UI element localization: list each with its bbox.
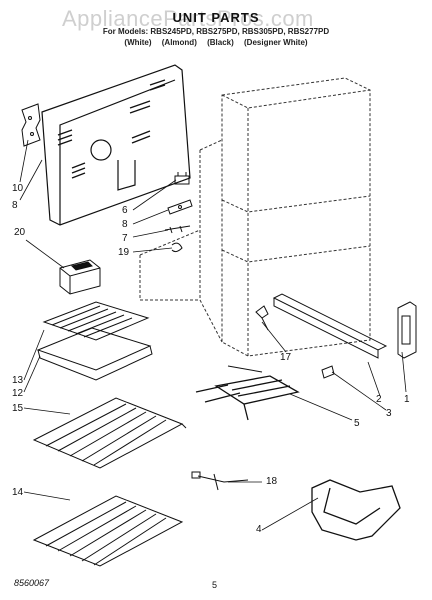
bake-element xyxy=(195,375,300,421)
temperature-probe xyxy=(191,471,249,491)
color-list: (White) (Almond) (Black) (Designer White… xyxy=(0,38,432,47)
cabinet-frame xyxy=(139,77,371,357)
callout-14: 14 xyxy=(12,487,24,498)
model-list: For Models: RBS245PD, RBS275PD, RBS305PD… xyxy=(102,27,330,36)
callout-20: 20 xyxy=(14,227,26,238)
insulation xyxy=(21,103,41,147)
leader-lines xyxy=(19,139,407,531)
color-designer-white: (Designer White) xyxy=(244,38,308,47)
callout-18: 18 xyxy=(266,476,278,487)
bracket xyxy=(167,199,193,215)
element-lead xyxy=(227,365,263,373)
page-number: 5 xyxy=(212,580,218,590)
watermark: AppliancePartsPros.com xyxy=(62,6,314,31)
color-white: (White) xyxy=(124,38,152,47)
color-black: (Black) xyxy=(207,38,234,47)
terminal-block xyxy=(174,172,190,185)
side-trim-rail xyxy=(272,293,388,359)
box xyxy=(59,259,101,295)
callout-6: 6 xyxy=(122,205,128,216)
oven-sensor xyxy=(255,305,269,331)
callout-10: 8 xyxy=(12,200,18,211)
broil-pan xyxy=(36,327,153,381)
callout-3: 3 xyxy=(386,408,392,419)
oven-rack-upper xyxy=(32,397,187,469)
oven-rack-lower xyxy=(32,495,184,567)
callout-15: 15 xyxy=(12,403,24,414)
callout-12: 12 xyxy=(12,388,24,399)
screws xyxy=(164,225,191,234)
callout-4: 4 xyxy=(256,524,262,535)
callout-17: 17 xyxy=(280,352,292,363)
callout-13: 13 xyxy=(12,375,24,386)
broil-pan-grid xyxy=(42,301,150,341)
end-cap xyxy=(397,301,417,359)
callout-7: 7 xyxy=(122,233,128,244)
broil-element xyxy=(311,479,401,541)
clip xyxy=(171,242,183,253)
callout-11: 10 xyxy=(12,183,24,194)
callout-19: 19 xyxy=(118,247,130,258)
callout-8: 8 xyxy=(122,219,128,230)
callout-5: 5 xyxy=(354,418,360,429)
color-almond: (Almond) xyxy=(161,38,197,47)
clip-3 xyxy=(321,365,335,379)
callout-1: 1 xyxy=(404,394,410,405)
diagram-title: UNIT PARTS xyxy=(172,10,260,25)
callout-2: 2 xyxy=(376,394,382,405)
document-number: 8560067 xyxy=(14,578,50,588)
back-panel xyxy=(41,64,191,226)
